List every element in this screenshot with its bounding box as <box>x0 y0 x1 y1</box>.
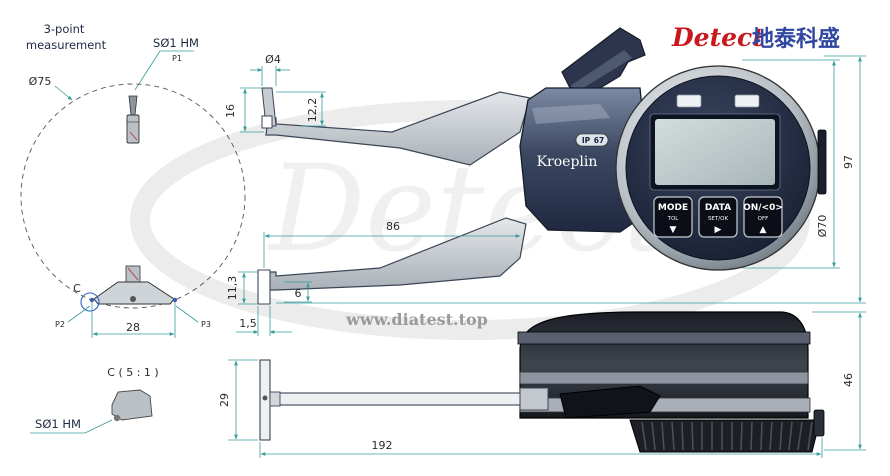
point-p3-label: P3 <box>201 320 211 329</box>
button-mode-sub: TOL <box>667 216 680 222</box>
dial-diameter-label: Ø70 <box>816 215 829 238</box>
brand-name-latin: Detect <box>671 23 764 52</box>
gap-11-3-label: 11,3 <box>226 276 239 301</box>
button-data-arrow: ▶ <box>715 225 722 235</box>
length-192-label: 192 <box>372 439 393 452</box>
lever <box>561 27 646 93</box>
contact-ball-label: SØ1 HM <box>153 36 199 50</box>
length-86-label: 86 <box>386 220 400 233</box>
button-on-sub: OFF <box>758 216 769 222</box>
button-mode-arrow: ▼ <box>670 225 677 235</box>
ip-prefix: IP <box>582 136 591 145</box>
side-dimensions: 46 29 192 <box>218 311 866 458</box>
point-p1-label: P1 <box>172 54 182 63</box>
status-lamp-left <box>676 94 702 108</box>
contact-ball-detail-label: SØ1 HM <box>35 417 81 431</box>
three-point-label-1: 3-point <box>44 22 85 36</box>
ip67-badge <box>575 133 609 147</box>
depth-6-label: 6 <box>295 287 302 300</box>
measuring-circle <box>20 83 246 309</box>
tip-diameter-label: Ø4 <box>265 53 281 66</box>
point-p2-label: P2 <box>55 320 65 329</box>
detail-c-marker: C <box>73 282 81 295</box>
kroeplin-logo: Kroeplin <box>537 154 598 170</box>
knurled-wheel <box>629 419 821 453</box>
probe-p1 <box>126 95 140 144</box>
height-97-label: 97 <box>842 155 855 169</box>
button-data-label: DATA <box>705 203 731 213</box>
brand-name-cn: 地泰科盛 <box>752 26 840 52</box>
span-28-label: 28 <box>126 321 140 334</box>
button-data[interactable]: DATA SET/OK ▶ <box>698 196 738 238</box>
probe-base <box>80 265 178 312</box>
three-point-diagram: 3-point measurement SØ1 HM P1 Ø75 C <box>20 22 246 434</box>
detail-scale-label: C ( 5 : 1 ) <box>107 366 158 379</box>
depth-29-label: 29 <box>218 393 231 407</box>
gauge-side-view <box>259 311 825 453</box>
button-on-label: ON/<0> <box>743 203 783 213</box>
button-mode[interactable]: MODE TOL ▼ <box>653 196 693 238</box>
button-data-sub: SET/OK <box>708 216 729 222</box>
side-connector <box>817 129 827 195</box>
front-dimensions: Ø4 16 12,2 86 11,3 6 1,5 <box>224 53 866 336</box>
brand-logo: Detect 地泰科盛 <box>671 23 840 52</box>
lower-arm <box>263 217 527 291</box>
diameter-75-label: Ø75 <box>29 75 52 88</box>
button-mode-label: MODE <box>658 203 688 213</box>
side-arm <box>275 392 539 406</box>
offset-1-5-label: 1,5 <box>239 317 257 330</box>
button-on-arrow: ▲ <box>760 225 767 235</box>
three-point-label-2: measurement <box>26 38 107 52</box>
ip-rating: 67 <box>594 136 604 145</box>
website-text: www.diatest.top <box>345 310 488 329</box>
height-12-2-label: 12,2 <box>306 98 319 123</box>
depth-46-label: 46 <box>842 373 855 387</box>
status-lamp-right <box>734 94 760 108</box>
button-on-off[interactable]: ON/<0> OFF ▲ <box>743 196 783 238</box>
lcd-display <box>655 119 775 185</box>
side-handle <box>559 385 661 419</box>
lower-tip <box>257 269 271 305</box>
gauge-front-view: IP 67 Kroeplin MODE TOL ▼ DATA SET/OK ▶ … <box>257 27 827 305</box>
height-16-label: 16 <box>224 104 237 118</box>
